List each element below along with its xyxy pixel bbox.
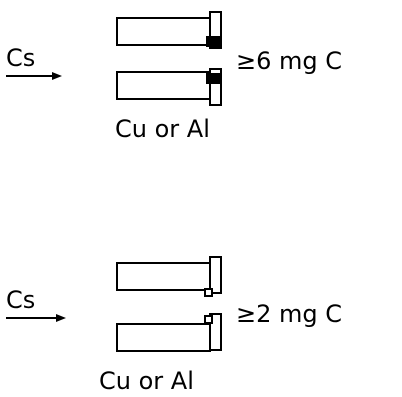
carbon-mass-label: ≥2 mg C (236, 300, 342, 328)
cathode-material-label: Cu or Al (99, 367, 194, 395)
beam-label: Cs (6, 286, 35, 314)
beam-label: Cs (6, 44, 35, 72)
cathode-upper-half (116, 256, 222, 297)
panel-1: Cs ≥6 mg C Cu or Al (6, 11, 342, 143)
sample-deposit (204, 288, 213, 297)
cathode-upper-half (116, 11, 222, 49)
carbon-mass-label: ≥6 mg C (236, 47, 342, 75)
sample-deposit (204, 315, 213, 324)
beam-arrow (6, 72, 62, 80)
panel-2: Cs ≥2 mg C Cu or Al (6, 256, 342, 395)
sample-deposit (206, 73, 221, 84)
cathode-material-label: Cu or Al (115, 115, 210, 143)
beam-arrow (6, 314, 66, 322)
sample-deposit (206, 36, 221, 47)
cathode-lower-half (116, 68, 222, 106)
cathode-lower-half (116, 313, 222, 352)
